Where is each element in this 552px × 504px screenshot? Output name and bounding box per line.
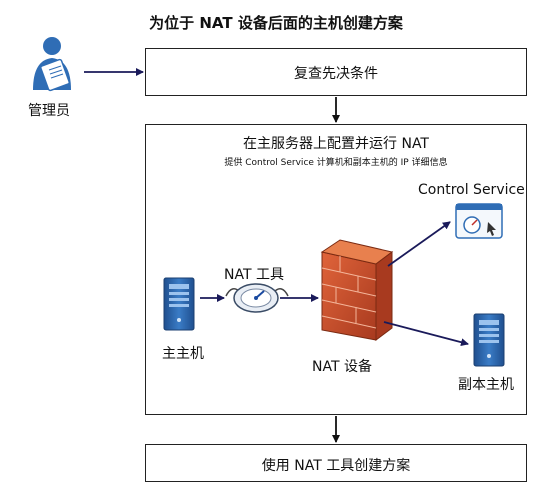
- master-host-label: 主主机: [162, 346, 204, 362]
- replica-server-icon: [473, 313, 505, 367]
- step-review-prerequisites: 复查先决条件: [145, 48, 527, 96]
- master-server-icon: [163, 277, 195, 331]
- administrator-label: 管理员: [28, 103, 70, 119]
- step1-label: 复查先决条件: [294, 66, 378, 82]
- firewall-icon: [320, 239, 394, 341]
- administrator-icon: [33, 37, 71, 92]
- nat-tool-icon: [225, 283, 289, 313]
- control-service-icon: [455, 203, 503, 239]
- nat-device-label: NAT 设备: [312, 359, 372, 375]
- step3-label: 使用 NAT 工具创建方案: [261, 458, 411, 474]
- replica-host-label: 副本主机: [458, 377, 514, 393]
- page-title: 为位于 NAT 设备后面的主机创建方案: [149, 14, 403, 32]
- control-service-label: Control Service: [418, 182, 525, 198]
- step2-label: 在主服务器上配置并运行 NAT: [243, 136, 429, 152]
- step2-sublabel: 提供 Control Service 计算机和副本主机的 IP 详细信息: [224, 158, 448, 168]
- nat-tool-label: NAT 工具: [224, 267, 284, 283]
- step-create-scenario: 使用 NAT 工具创建方案: [145, 444, 527, 482]
